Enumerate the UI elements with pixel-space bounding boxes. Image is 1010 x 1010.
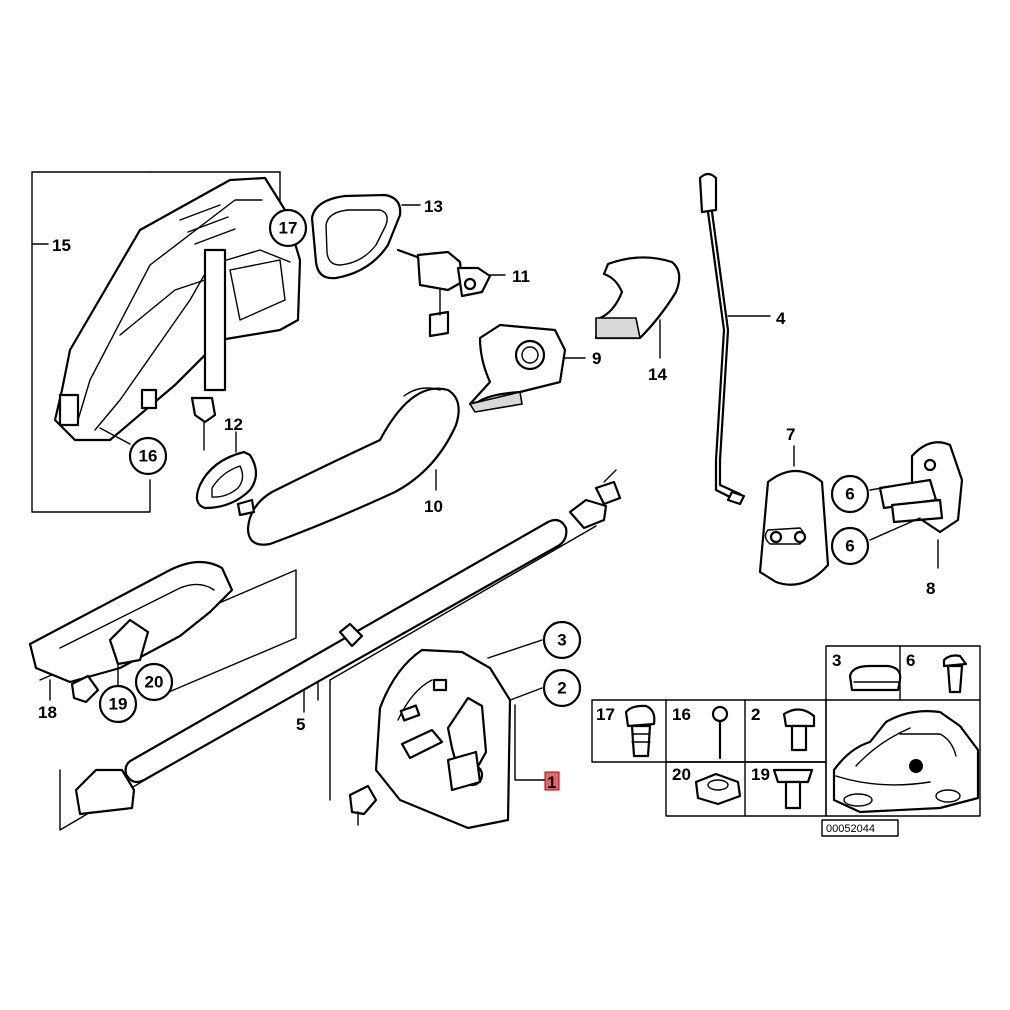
grid-label-16: 16 [672, 705, 691, 724]
callout-1: 1 [547, 773, 556, 792]
callout-14: 14 [648, 365, 667, 384]
callout-circle-3: 3 [542, 620, 582, 660]
grid-label-20: 20 [672, 765, 691, 784]
lock-cylinder-part-11 [396, 248, 506, 338]
highlight-part-1 [544, 771, 560, 791]
callout-9: 9 [592, 349, 601, 368]
callout-10: 10 [424, 497, 443, 516]
callout-3: 3 [557, 631, 566, 650]
callout-19: 19 [109, 695, 128, 714]
end-cap-part-14 [594, 256, 681, 359]
striker-part-8 [869, 441, 964, 569]
door-lock-part-1 [348, 648, 512, 830]
callout-12: 12 [224, 415, 243, 434]
callout-6b: 6 [845, 537, 854, 556]
callout-17: 17 [279, 219, 298, 238]
callout-4: 4 [776, 309, 786, 328]
cylinder-cover-part-9 [468, 323, 586, 413]
grid-label-19: 19 [751, 765, 770, 784]
diagram-code-box: 00052044 [821, 819, 899, 837]
callout-11: 11 [512, 267, 530, 286]
callout-8: 8 [926, 579, 935, 598]
callout-circle-6b: 6 [830, 526, 870, 566]
callout-circle-19: 19 [98, 663, 138, 724]
rod-part-5 [59, 469, 622, 831]
callout-7: 7 [786, 425, 795, 444]
rod-part-4 [698, 172, 771, 506]
callout-18: 18 [38, 703, 57, 722]
callout-circle-2: 2 [542, 668, 582, 708]
handle-part-10 [236, 387, 460, 546]
lock-leaders [487, 639, 546, 781]
diagram-code: 00052044 [826, 823, 875, 835]
striker-cover-part-7 [758, 445, 830, 586]
callout-13: 13 [424, 197, 443, 216]
callout-5: 5 [296, 715, 305, 734]
callout-circle-6a: 6 [830, 474, 870, 514]
bracket-15 [31, 171, 281, 513]
callout-20: 20 [145, 673, 164, 692]
callout-6a: 6 [845, 485, 854, 504]
callout-16: 16 [139, 447, 158, 466]
grid-label-3: 3 [832, 651, 841, 670]
grid-label-2: 2 [751, 705, 760, 724]
parts-grid [591, 645, 981, 817]
bracket-part-18 [28, 560, 297, 704]
carrier-part-15 [53, 176, 302, 451]
trim-frame-part-13 [310, 193, 421, 280]
callout-15: 15 [52, 236, 71, 255]
gasket-part-12 [195, 431, 258, 510]
callout-circle-16: 16 [99, 427, 168, 476]
grid-label-6: 6 [906, 651, 915, 670]
callout-circle-20: 20 [134, 662, 174, 702]
callout-2: 2 [557, 679, 566, 698]
callout-circle-17: 17 [268, 208, 308, 248]
grid-label-17: 17 [596, 705, 615, 724]
